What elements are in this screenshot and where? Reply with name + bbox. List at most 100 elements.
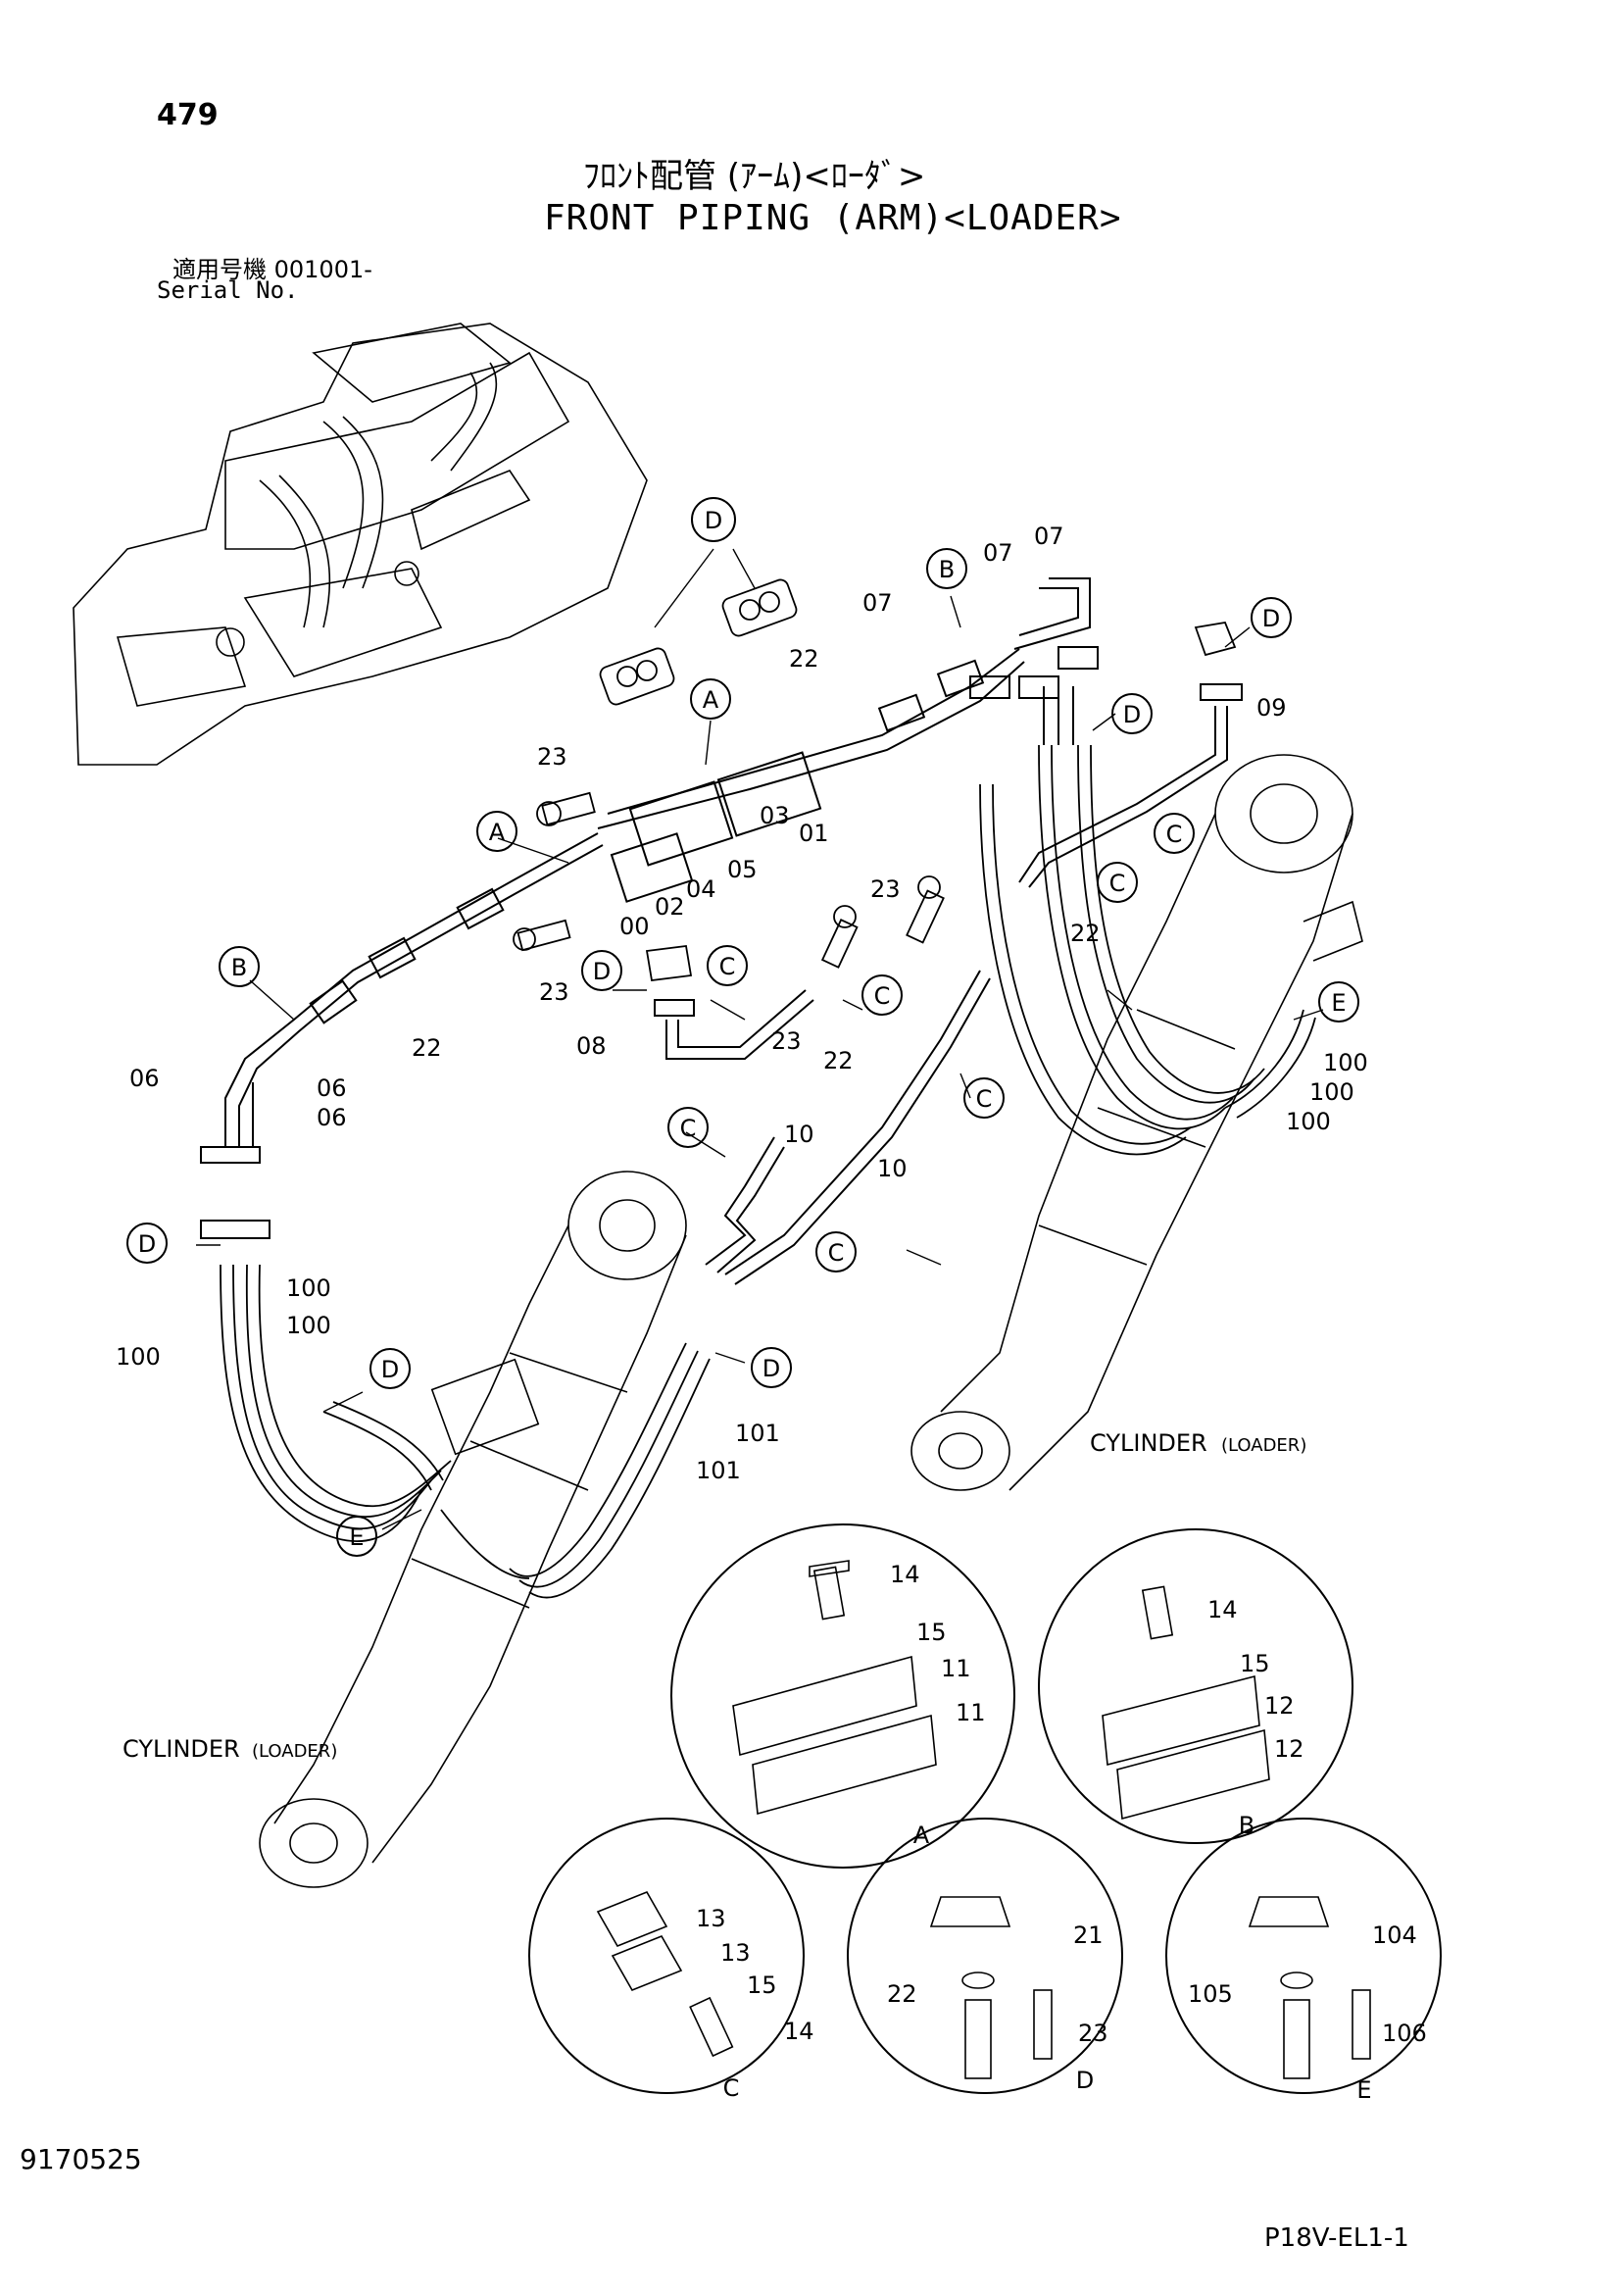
part-15-a: 15 bbox=[916, 1619, 947, 1646]
part-01: 01 bbox=[799, 820, 829, 847]
detail-circle-b bbox=[1038, 1528, 1353, 1844]
callout-d-left: D bbox=[138, 1230, 156, 1258]
page-title-en: FRONT PIPING (ARM)<LOADER> bbox=[544, 198, 1122, 238]
callout-c-09: C bbox=[1166, 821, 1183, 848]
callout-e-right: E bbox=[1331, 989, 1346, 1017]
callout-d-top: D bbox=[705, 507, 722, 534]
leader-lines bbox=[196, 548, 1324, 1530]
callout-d-right: D bbox=[1262, 605, 1280, 632]
part-12-a: 12 bbox=[1264, 1692, 1295, 1720]
detail-circle-d bbox=[847, 1818, 1123, 2094]
callout-d-mid: D bbox=[1123, 701, 1141, 728]
part-08: 08 bbox=[576, 1032, 607, 1060]
part-100-l1: 100 bbox=[286, 1274, 331, 1302]
part-00: 00 bbox=[619, 913, 650, 940]
part-04: 04 bbox=[686, 875, 716, 903]
callout-d-101: D bbox=[762, 1355, 780, 1382]
callout-c-10b: C bbox=[680, 1115, 697, 1142]
detail-label-a: A bbox=[913, 1822, 930, 1849]
part-23-mid: 23 bbox=[771, 1027, 802, 1055]
callout-c-08: C bbox=[719, 953, 736, 980]
part-22-d: 22 bbox=[887, 1980, 917, 2008]
callout-e-left: E bbox=[349, 1523, 364, 1551]
part-02: 02 bbox=[655, 893, 685, 921]
detail-circle-e bbox=[1165, 1818, 1442, 2094]
loose-parts bbox=[513, 578, 1237, 982]
part-23-lower: 23 bbox=[539, 978, 569, 1006]
part-15-b: 15 bbox=[1240, 1650, 1270, 1677]
part-11-b: 11 bbox=[956, 1699, 986, 1726]
callout-c-10: C bbox=[976, 1085, 993, 1113]
part-13-b: 13 bbox=[720, 1939, 751, 1967]
main-piping bbox=[200, 577, 1243, 1285]
part-05: 05 bbox=[727, 856, 758, 883]
cylinder-label-left: CYLINDER bbox=[123, 1735, 240, 1763]
cylinder-sublabel-right: (LOADER) bbox=[1221, 1435, 1306, 1456]
page-number: 479 bbox=[157, 98, 219, 132]
part-15-c: 15 bbox=[747, 1972, 777, 1999]
detail-circles bbox=[528, 1523, 1442, 2094]
part-100-r1: 100 bbox=[1323, 1049, 1368, 1076]
serial-label-en: Serial No. bbox=[157, 276, 299, 304]
cylinder-sublabel-left: (LOADER) bbox=[252, 1741, 337, 1762]
hoses-right bbox=[979, 744, 1316, 1156]
part-22-right: 22 bbox=[1070, 920, 1101, 947]
part-13-a: 13 bbox=[696, 1905, 726, 1932]
part-100-r3: 100 bbox=[1286, 1108, 1331, 1135]
part-22-top: 22 bbox=[789, 645, 819, 673]
part-14-a: 14 bbox=[890, 1561, 920, 1588]
part-14-c: 14 bbox=[784, 2018, 814, 2045]
part-101-a: 101 bbox=[735, 1420, 780, 1447]
detail-label-d: D bbox=[1076, 2067, 1094, 2094]
detail-circle-c bbox=[528, 1818, 805, 2094]
callout-letters: D A A B B D D C C C D C C E C C D D D E … bbox=[138, 507, 1372, 2104]
callout-a-upper: A bbox=[703, 686, 719, 714]
part-106: 106 bbox=[1382, 2020, 1427, 2047]
hoses-left bbox=[220, 1264, 711, 1599]
part-06-a: 06 bbox=[129, 1065, 160, 1092]
part-100-r2: 100 bbox=[1309, 1078, 1354, 1106]
part-100-l2: 100 bbox=[286, 1312, 331, 1339]
page-title-jp: ﾌﾛﾝﾄ配管 (ｱｰﾑ)<ﾛｰﾀﾞ> bbox=[583, 157, 926, 196]
part-14-b: 14 bbox=[1207, 1596, 1238, 1623]
callout-c-10c: C bbox=[828, 1239, 845, 1267]
part-100-l3: 100 bbox=[116, 1343, 161, 1371]
part-23-right: 23 bbox=[870, 875, 901, 903]
machine-overview-sketch bbox=[73, 323, 648, 766]
callout-b-top: B bbox=[939, 556, 955, 583]
callout-a-left: A bbox=[489, 819, 506, 846]
part-12-b: 12 bbox=[1274, 1735, 1304, 1763]
detail-label-b: B bbox=[1239, 1812, 1254, 1839]
part-101-b: 101 bbox=[696, 1457, 741, 1484]
callout-c-08b: C bbox=[874, 982, 891, 1010]
part-10-a: 10 bbox=[784, 1121, 814, 1148]
part-03: 03 bbox=[760, 802, 790, 829]
part-22-mid: 22 bbox=[823, 1047, 854, 1074]
part-10-b: 10 bbox=[877, 1155, 908, 1182]
part-105: 105 bbox=[1188, 1980, 1233, 2008]
detail-label-e: E bbox=[1356, 2076, 1371, 2104]
model-code: P18V-EL1-1 bbox=[1264, 2223, 1409, 2253]
part-06-c: 06 bbox=[317, 1104, 347, 1131]
document-number: 9170525 bbox=[20, 2143, 142, 2175]
cylinder-left bbox=[259, 1171, 687, 1888]
part-11-a: 11 bbox=[941, 1655, 971, 1682]
detail-label-c: C bbox=[723, 2074, 740, 2102]
part-23-d: 23 bbox=[1078, 2020, 1108, 2047]
callout-bubbles bbox=[126, 497, 1359, 1557]
part-104: 104 bbox=[1372, 1922, 1417, 1949]
part-22-left: 22 bbox=[412, 1034, 442, 1062]
cylinder-labels: CYLINDER (LOADER) CYLINDER (LOADER) bbox=[123, 1429, 1306, 1763]
part-06-b: 06 bbox=[317, 1074, 347, 1102]
detail-circle-a bbox=[670, 1523, 1015, 1869]
callout-d-08: D bbox=[593, 958, 611, 985]
callout-b-left: B bbox=[231, 954, 247, 981]
cylinder-label-right: CYLINDER bbox=[1090, 1429, 1207, 1457]
serial-label-jp: 適用号機 001001- bbox=[172, 256, 372, 283]
part-numbers: 23 23 23 23 22 22 22 22 01 00 02 03 04 0… bbox=[116, 523, 1427, 2047]
part-07-c: 07 bbox=[1034, 523, 1064, 550]
detail-contents bbox=[596, 1560, 1371, 2079]
callout-c-hose: C bbox=[1109, 870, 1126, 897]
part-09: 09 bbox=[1256, 694, 1287, 722]
